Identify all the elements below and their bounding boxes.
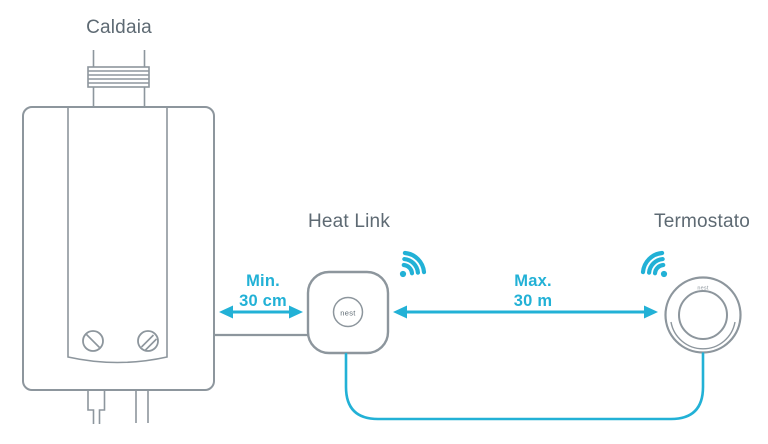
boiler-illustration: Caldaia: [22, 17, 215, 424]
heat-link-body: [306, 270, 390, 355]
max-distance-arrow: [393, 305, 658, 319]
wifi-signal-icon: [640, 250, 668, 278]
min-distance-arrow: [219, 305, 303, 319]
min-distance-annotation: Min. 30 cm: [219, 272, 303, 319]
thermostat-badge-text: nest: [697, 286, 708, 292]
thermostat-label: Termostato: [654, 211, 750, 232]
thermostat-base-arc: [670, 321, 736, 350]
max-distance-line2: 30 m: [514, 292, 552, 310]
heat-link-label: Heat Link: [308, 211, 390, 232]
boiler-front-panel: [67, 108, 168, 364]
thermostat-inner-dial: [678, 290, 728, 340]
boiler-screw-right: [137, 330, 159, 352]
heatlink-thermostat-wire: [344, 352, 705, 421]
boiler-supply-pipe: [135, 390, 149, 423]
boiler-valve-pipe: [87, 390, 106, 424]
max-distance-annotation: Max. 30 m: [393, 272, 658, 319]
boiler-label: Caldaia: [86, 17, 152, 38]
wifi-signal-icon: [399, 250, 427, 278]
heat-link-nest-badge: [332, 296, 364, 328]
min-distance-line1: Min.: [246, 272, 280, 290]
thermostat-device: Termostato nest: [640, 211, 750, 354]
boiler-screw-left: [82, 330, 104, 352]
max-distance-line1: Max.: [514, 272, 551, 290]
boiler-flue-pipe: [87, 50, 150, 107]
min-distance-line2: 30 cm: [239, 292, 287, 310]
heat-link-badge-text: nest: [340, 309, 356, 318]
boiler-body: [22, 106, 215, 391]
heat-link-device: Heat Link nest: [306, 211, 427, 355]
